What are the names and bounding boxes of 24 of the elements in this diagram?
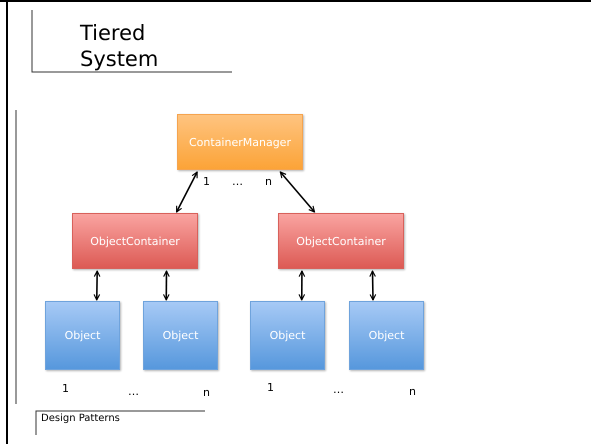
multiplicity-label: n — [203, 386, 210, 399]
multiplicity-label: … — [232, 175, 243, 188]
double-arrow — [280, 171, 316, 213]
double-arrow — [162, 270, 170, 301]
multiplicity-label: n — [409, 385, 416, 398]
footer-text: Design Patterns — [41, 413, 120, 424]
multiplicity-label: 1 — [203, 175, 210, 188]
multiplicity-label: 1 — [62, 382, 69, 395]
object-box: Object — [349, 301, 424, 370]
multiplicity-label: … — [128, 385, 139, 398]
object-box: Object — [45, 301, 120, 370]
multiplicity-label: … — [333, 383, 344, 396]
container-box: ObjectContainer — [72, 213, 198, 269]
double-arrow — [298, 270, 306, 301]
double-arrow — [93, 270, 100, 301]
object-box: Object — [250, 301, 325, 370]
manager-box: ContainerManager — [177, 114, 303, 170]
multiplicity-label: n — [265, 175, 272, 188]
slide-title: Tiered System — [80, 20, 160, 72]
multiplicity-label: 1 — [267, 381, 274, 394]
double-arrow — [369, 270, 376, 301]
container-box: ObjectContainer — [278, 213, 404, 269]
object-box: Object — [143, 301, 218, 370]
double-arrow — [176, 171, 198, 213]
